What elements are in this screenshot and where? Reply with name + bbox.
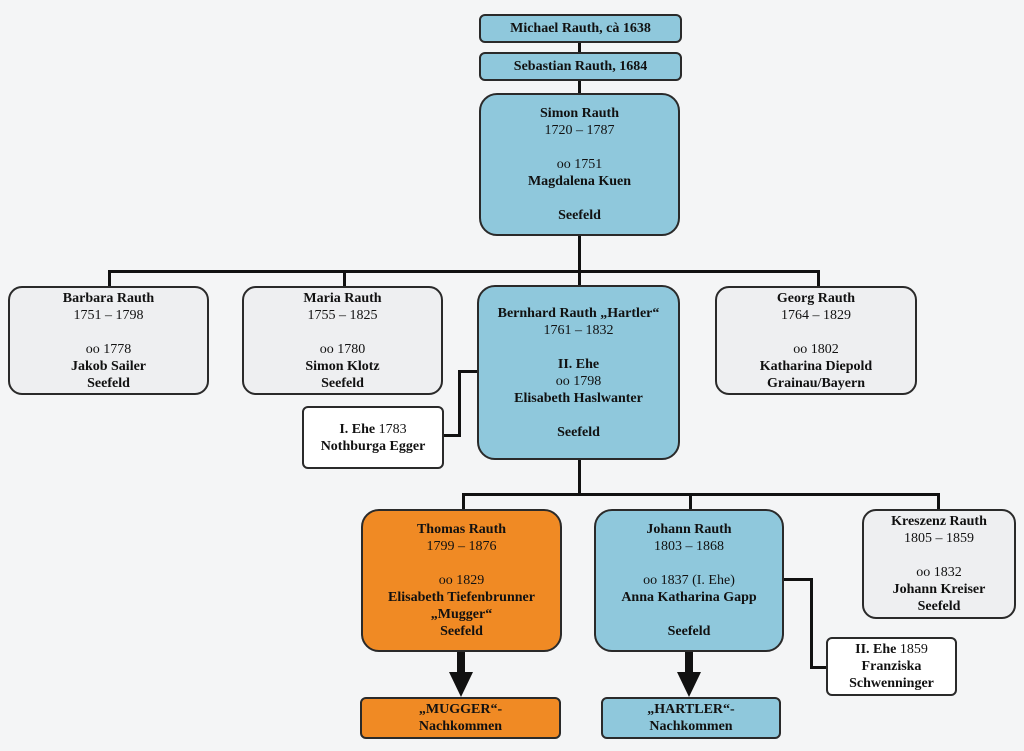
spouse-name: Johann Kreiser bbox=[892, 582, 986, 597]
connector-second-marriage bbox=[810, 666, 827, 669]
person-name: Bernhard Rauth „Hartler“ bbox=[497, 305, 660, 321]
spouse-name: Anna Katharina Gapp bbox=[621, 590, 757, 605]
marriage-year: oo 1802 bbox=[793, 341, 839, 357]
person-dates: 1799 – 1876 bbox=[426, 539, 497, 554]
thomas-rauth-box: Thomas Rauth 1799 – 1876 oo 1829 Elisabe… bbox=[361, 509, 562, 652]
place: Seefeld bbox=[321, 375, 364, 391]
connector-first-marriage bbox=[442, 434, 461, 437]
michael-rauth-label: Michael Rauth, cà 1638 bbox=[510, 21, 651, 36]
connector-generation3-bar bbox=[462, 493, 940, 496]
person-name: Georg Rauth bbox=[776, 290, 856, 306]
marriage-year: oo 1829 bbox=[438, 573, 485, 588]
michael-rauth-box: Michael Rauth, cà 1638 bbox=[479, 14, 682, 43]
connector-first-marriage bbox=[458, 370, 461, 437]
person-name: Maria Rauth bbox=[303, 290, 382, 306]
spouse-name: Nothburga Egger bbox=[320, 438, 426, 454]
person-dates: 1764 – 1829 bbox=[781, 307, 851, 323]
kreszenz-rauth-box: Kreszenz Rauth 1805 – 1859 oo 1832 Johan… bbox=[862, 509, 1016, 619]
place: Seefeld bbox=[557, 424, 600, 440]
bernhard-first-marriage-box: I. Ehe 1783 Nothburga Egger bbox=[302, 406, 444, 469]
spouse-name: Franziska bbox=[861, 659, 922, 674]
bernhard-rauth-box: Bernhard Rauth „Hartler“ 1761 – 1832 II.… bbox=[477, 285, 680, 460]
place: Seefeld bbox=[667, 624, 711, 639]
spouse-name: Schwenninger bbox=[849, 676, 934, 691]
person-dates: 1803 – 1868 bbox=[654, 539, 724, 554]
spouse-name: Simon Klotz bbox=[305, 358, 380, 374]
person-name: Kreszenz Rauth bbox=[891, 514, 987, 529]
descendants-label: „HARTLER“- bbox=[647, 702, 735, 717]
marriage-year: oo 1780 bbox=[319, 341, 366, 357]
person-name: Johann Rauth bbox=[646, 522, 732, 537]
person-dates: 1755 – 1825 bbox=[307, 307, 378, 323]
connector-georg bbox=[817, 270, 820, 288]
connector-johann bbox=[689, 493, 692, 510]
first-marriage-line: I. Ehe 1783 bbox=[339, 421, 406, 438]
johann-second-marriage-box: II. Ehe 1859 Franziska Schwenninger bbox=[826, 637, 957, 696]
marriage-year: oo 1778 bbox=[85, 341, 132, 357]
place: Seefeld bbox=[87, 375, 130, 391]
sebastian-rauth-label: Sebastian Rauth, 1684 bbox=[513, 59, 648, 74]
simon-rauth-box: Simon Rauth 1720 – 1787 oo 1751 Magdalen… bbox=[479, 93, 680, 236]
connector-top bbox=[578, 80, 581, 94]
descendants-label: Nachkommen bbox=[649, 719, 733, 734]
marriage-year: oo 1751 bbox=[556, 157, 603, 172]
mugger-arrow-head bbox=[449, 672, 473, 697]
spouse-name: Magdalena Kuen bbox=[527, 174, 632, 189]
connector-thomas bbox=[462, 493, 465, 510]
spouse-name: Jakob Sailer bbox=[70, 358, 147, 374]
marriage-year: oo 1837 (I. Ehe) bbox=[643, 573, 735, 588]
person-dates: 1805 – 1859 bbox=[904, 531, 974, 546]
descendants-label: „MUGGER“- bbox=[418, 702, 503, 717]
johann-rauth-box: Johann Rauth 1803 – 1868 oo 1837 (I. Ehe… bbox=[594, 509, 784, 652]
descendants-label: Nachkommen bbox=[418, 719, 503, 734]
spouse-name: Elisabeth Tiefenbrunner bbox=[388, 590, 535, 605]
marriage-number: II. Ehe bbox=[855, 642, 897, 657]
hartler-descendants-box: „HARTLER“- Nachkommen bbox=[601, 697, 781, 739]
place: Grainau/Bayern bbox=[766, 375, 865, 391]
marriage-year: 1859 bbox=[896, 642, 928, 657]
person-name: Simon Rauth bbox=[540, 106, 619, 121]
connector-simon-down bbox=[578, 235, 581, 272]
maria-rauth-box: Maria Rauth 1755 – 1825 oo 1780 Simon Kl… bbox=[242, 286, 443, 395]
person-name: Thomas Rauth bbox=[416, 522, 507, 537]
place: Seefeld bbox=[440, 624, 483, 639]
marriage-year: oo 1832 bbox=[916, 565, 962, 580]
person-dates: 1751 – 1798 bbox=[73, 307, 144, 323]
connector-top bbox=[578, 42, 581, 53]
second-marriage-line: II. Ehe 1859 bbox=[855, 641, 928, 658]
connector-first-marriage bbox=[458, 370, 479, 373]
hartler-arrow-shaft bbox=[685, 651, 693, 673]
connector-maria bbox=[343, 270, 346, 288]
connector-barbara bbox=[108, 270, 111, 288]
marriage-year: 1783 bbox=[375, 421, 407, 437]
connector-generation2-bar bbox=[108, 270, 820, 273]
nickname: „Mugger“ bbox=[430, 607, 493, 622]
hartler-arrow-head bbox=[677, 672, 701, 697]
connector-second-marriage bbox=[783, 578, 813, 581]
connector-kreszenz bbox=[937, 493, 940, 510]
connector-second-marriage bbox=[810, 578, 813, 669]
place: Seefeld bbox=[558, 208, 601, 223]
connector-bernhard bbox=[578, 270, 581, 286]
place: Seefeld bbox=[917, 599, 961, 614]
mugger-descendants-box: „MUGGER“- Nachkommen bbox=[360, 697, 561, 739]
person-name: Barbara Rauth bbox=[62, 290, 155, 306]
spouse-name: Katharina Diepold bbox=[759, 358, 873, 374]
person-dates: 1761 – 1832 bbox=[543, 322, 614, 338]
connector-bernhard-down bbox=[578, 459, 581, 495]
barbara-rauth-box: Barbara Rauth 1751 – 1798 oo 1778 Jakob … bbox=[8, 286, 209, 395]
person-dates: 1720 – 1787 bbox=[544, 123, 615, 138]
spouse-name: Elisabeth Haslwanter bbox=[514, 390, 643, 406]
marriage-number: II. Ehe bbox=[557, 356, 600, 372]
mugger-arrow-shaft bbox=[457, 651, 465, 673]
marriage-year: oo 1798 bbox=[555, 373, 602, 389]
marriage-number: I. Ehe bbox=[339, 421, 376, 437]
georg-rauth-box: Georg Rauth 1764 – 1829 oo 1802 Katharin… bbox=[715, 286, 917, 395]
sebastian-rauth-box: Sebastian Rauth, 1684 bbox=[479, 52, 682, 81]
